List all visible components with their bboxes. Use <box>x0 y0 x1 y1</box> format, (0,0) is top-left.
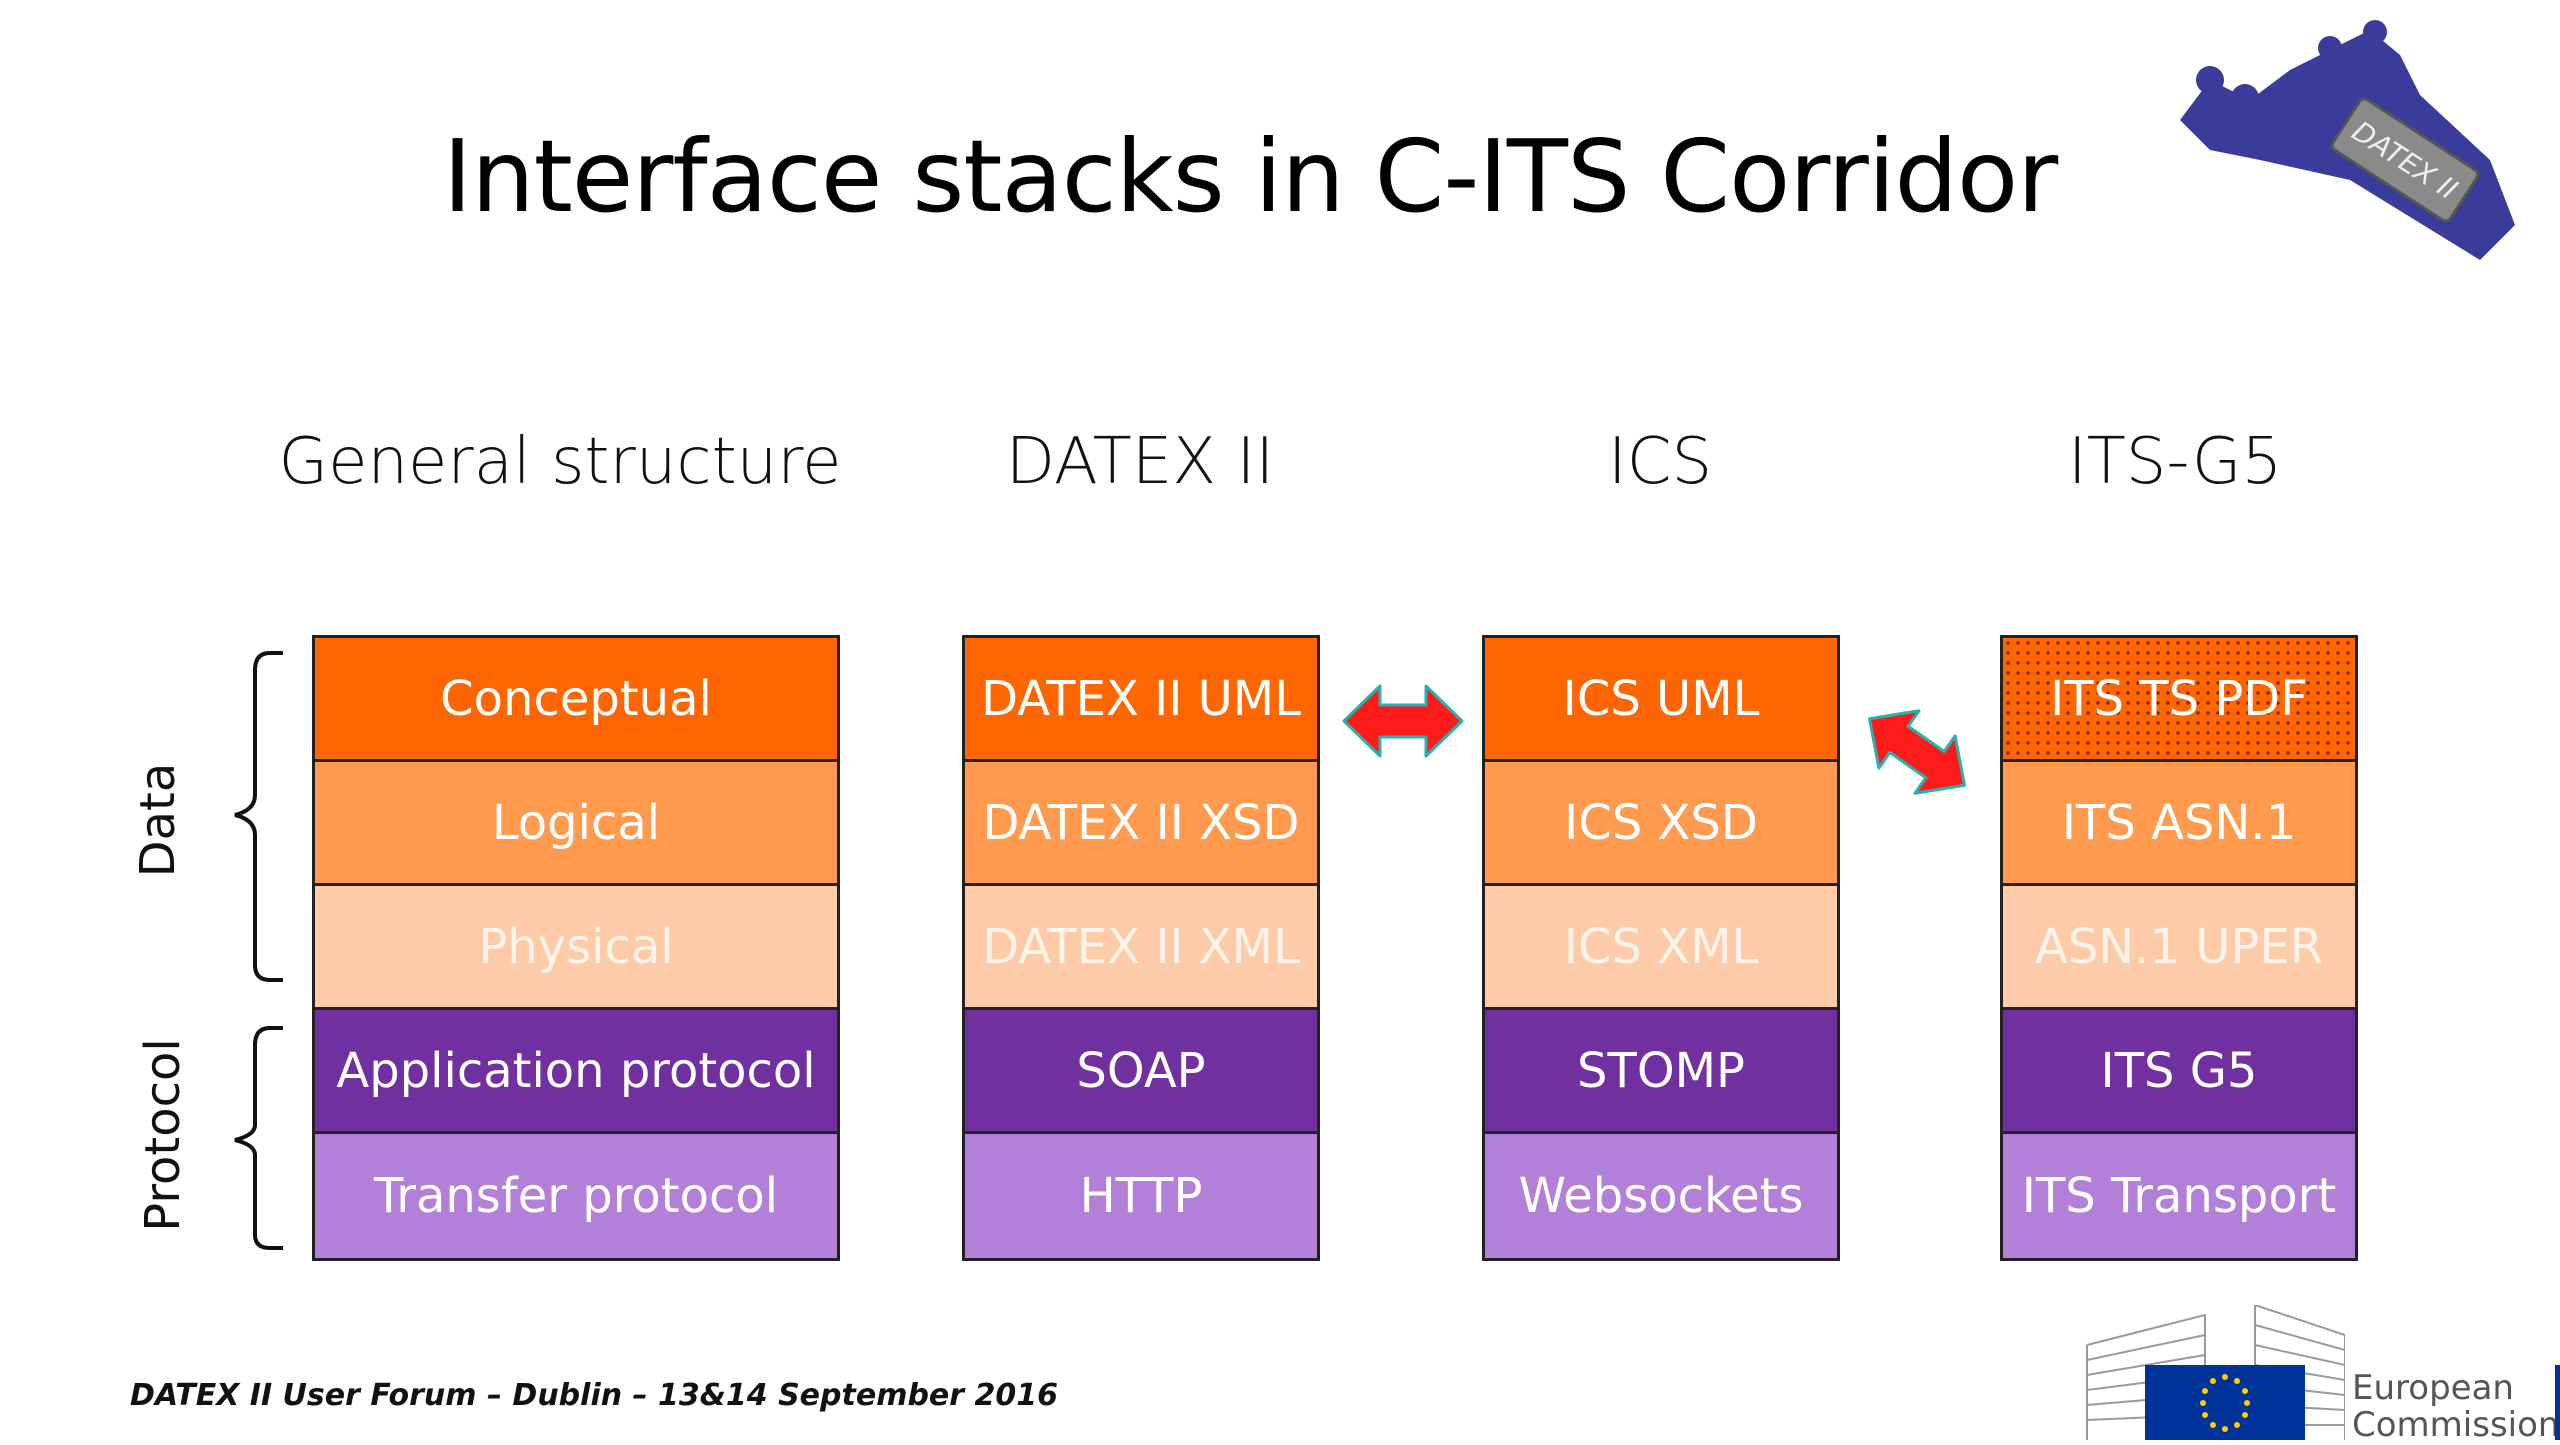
cell-stomp: STOMP <box>1485 1010 1837 1134</box>
double-arrow-datex-ics <box>1342 684 1464 758</box>
cell-its-g5: ITS G5 <box>2003 1010 2355 1134</box>
cell-datex-xml: DATEX II XML <box>965 886 1317 1010</box>
cell-its-transport: ITS Transport <box>2003 1134 2355 1258</box>
cell-its-ts-pdf: ITS TS PDF <box>2003 638 2355 762</box>
stack-itsg5: ITS TS PDF ITS ASN.1 ASN.1 UPER ITS G5 I… <box>2000 635 2358 1261</box>
cell-http: HTTP <box>965 1134 1317 1258</box>
column-header-general: General structure <box>278 425 842 499</box>
group-label-protocol: Protocol <box>135 1038 191 1232</box>
cell-ics-xml: ICS XML <box>1485 886 1837 1010</box>
ec-divider <box>2555 1365 2560 1440</box>
cell-soap: SOAP <box>965 1010 1317 1134</box>
datex-logo: DATEX II <box>2180 20 2515 260</box>
ec-logo: European Commission <box>2085 1305 2560 1445</box>
cell-logical: Logical <box>315 762 837 886</box>
column-header-itsg5: ITS-G5 <box>2067 425 2283 499</box>
cell-application-protocol: Application protocol <box>315 1010 837 1134</box>
cell-ics-uml: ICS UML <box>1485 638 1837 762</box>
group-brackets <box>234 651 283 1250</box>
cell-transfer-protocol: Transfer protocol <box>315 1134 837 1258</box>
cell-asn1-uper: ASN.1 UPER <box>2003 886 2355 1010</box>
slide-title: Interface stacks in C-ITS Corridor <box>442 118 2059 235</box>
ec-line1: European <box>2352 1368 2514 1408</box>
stack-ics: ICS UML ICS XSD ICS XML STOMP Websockets <box>1482 635 1840 1261</box>
protocol-bracket <box>234 1026 283 1250</box>
column-header-datex: DATEX II <box>1005 425 1275 499</box>
footer-text: DATEX II User Forum – Dublin – 13&14 Sep… <box>130 1378 1059 1413</box>
ec-line2: Commission <box>2352 1405 2560 1445</box>
cell-datex-uml: DATEX II UML <box>965 638 1317 762</box>
stack-datex: DATEX II UML DATEX II XSD DATEX II XML S… <box>962 635 1320 1261</box>
cell-datex-xsd: DATEX II XSD <box>965 762 1317 886</box>
cell-its-asn1: ITS ASN.1 <box>2003 762 2355 886</box>
data-bracket <box>234 651 283 982</box>
ec-building-icon <box>2086 1305 2345 1440</box>
column-header-ics: ICS <box>1607 425 1713 499</box>
group-label-data: Data <box>130 762 186 878</box>
double-arrow-ics-itsg5 <box>1867 709 1967 795</box>
stack-general: Conceptual Logical Physical Application … <box>312 635 840 1261</box>
cell-conceptual: Conceptual <box>315 638 837 762</box>
cell-ics-xsd: ICS XSD <box>1485 762 1837 886</box>
cell-websockets: Websockets <box>1485 1134 1837 1258</box>
cell-physical: Physical <box>315 886 837 1010</box>
